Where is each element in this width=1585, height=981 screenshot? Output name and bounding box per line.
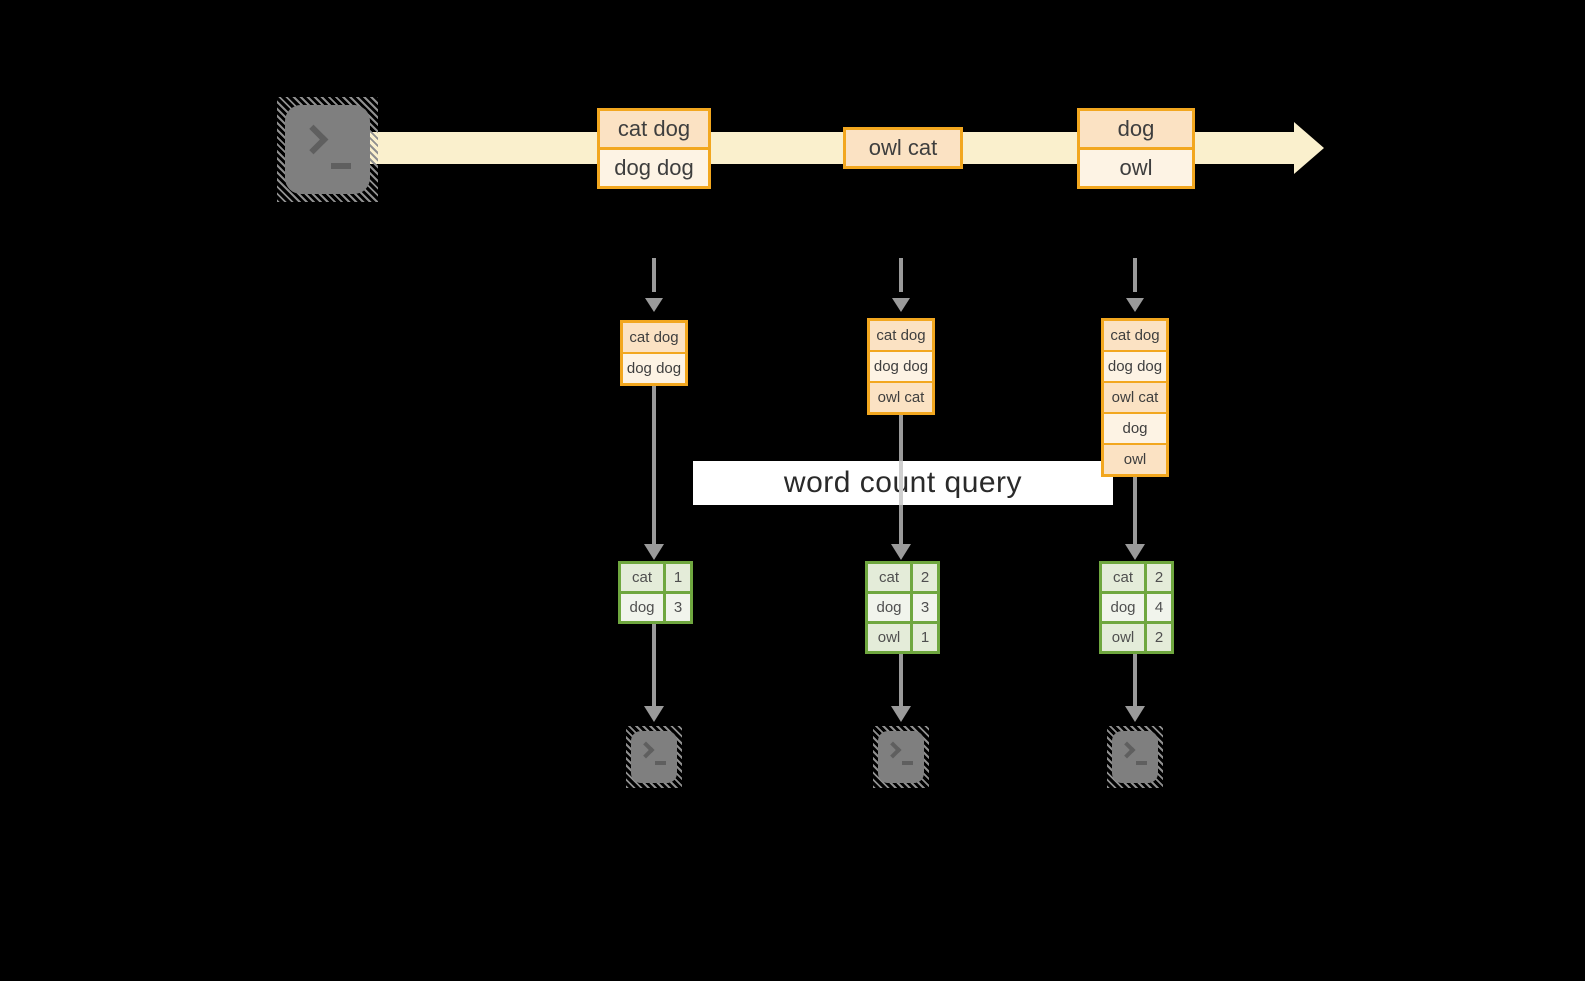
count-value: 3 [666,594,690,621]
terminal-sink-icon [626,726,682,788]
prompt-underscore-icon [655,761,666,765]
batch-row: cat dog [600,111,708,147]
query-arrow-line [652,386,656,544]
count-value: 2 [913,564,937,591]
count-word: owl [1102,624,1144,651]
batch-row: dog [1080,111,1192,147]
state-row: cat dog [623,323,685,352]
output-arrow-line [1133,654,1137,706]
stream-batch-3: dog owl [1077,108,1195,189]
terminal-body [285,105,370,194]
state-row: owl cat [870,381,932,412]
output-arrow-line [899,654,903,706]
stream-batch-2: owl cat [843,127,963,169]
state-row: dog dog [870,350,932,381]
query-arrow-head [1125,544,1145,560]
batch-row: owl cat [846,130,960,166]
trigger-arrow-head [892,298,910,312]
state-row: dog [1104,412,1166,443]
terminal-body [878,731,924,783]
trigger-arrow-dash [1133,258,1137,292]
terminal-body [1112,731,1158,783]
state-row: dog dog [1104,350,1166,381]
state-row: owl cat [1104,381,1166,412]
trigger-arrow-head [645,298,663,312]
output-arrow-line [652,624,656,706]
query-arrow-line [1133,477,1137,544]
count-value: 1 [913,624,937,651]
count-value: 2 [1147,624,1171,651]
prompt-chevron-icon [884,741,902,759]
prompt-underscore-icon [1136,761,1147,765]
trigger-arrow-dash [899,258,903,292]
count-table-3: cat 2 dog 4 owl 2 [1099,561,1174,654]
query-arrow-head [644,544,664,560]
prompt-underscore-icon [331,163,351,169]
count-value: 2 [1147,564,1171,591]
count-table-2: cat 2 dog 3 owl 1 [865,561,940,654]
count-word: owl [868,624,910,651]
prompt-chevron-icon [1118,741,1136,759]
batch-row: owl [1080,147,1192,186]
prompt-chevron-icon [637,741,655,759]
count-table-1: cat 1 dog 3 [618,561,693,624]
output-arrow-head [644,706,664,722]
count-value: 4 [1147,594,1171,621]
query-arrow-head [891,544,911,560]
stream-arrow-head [1294,122,1324,174]
state-stack-1: cat dog dog dog [620,320,688,386]
terminal-sink-icon [873,726,929,788]
batch-row: dog dog [600,147,708,186]
terminal-body [631,731,677,783]
count-word: cat [621,564,663,591]
count-word: dog [1102,594,1144,621]
trigger-arrow-dash [652,258,656,292]
prompt-chevron-icon [298,124,329,155]
state-row: dog dog [623,352,685,383]
terminal-sink-icon [1107,726,1163,788]
trigger-arrow-head [1126,298,1144,312]
count-word: dog [621,594,663,621]
output-arrow-head [1125,706,1145,722]
prompt-underscore-icon [902,761,913,765]
state-stack-3: cat dog dog dog owl cat dog owl [1101,318,1169,477]
count-word: cat [1102,564,1144,591]
count-word: dog [868,594,910,621]
state-row: cat dog [870,321,932,350]
count-value: 1 [666,564,690,591]
state-row: owl [1104,443,1166,474]
count-value: 3 [913,594,937,621]
state-row: cat dog [1104,321,1166,350]
state-stack-2: cat dog dog dog owl cat [867,318,935,415]
query-arrow-line-ghost [899,461,903,505]
terminal-source-icon [277,97,378,202]
stream-batch-1: cat dog dog dog [597,108,711,189]
output-arrow-head [891,706,911,722]
query-banner: word count query [693,461,1113,505]
count-word: cat [868,564,910,591]
